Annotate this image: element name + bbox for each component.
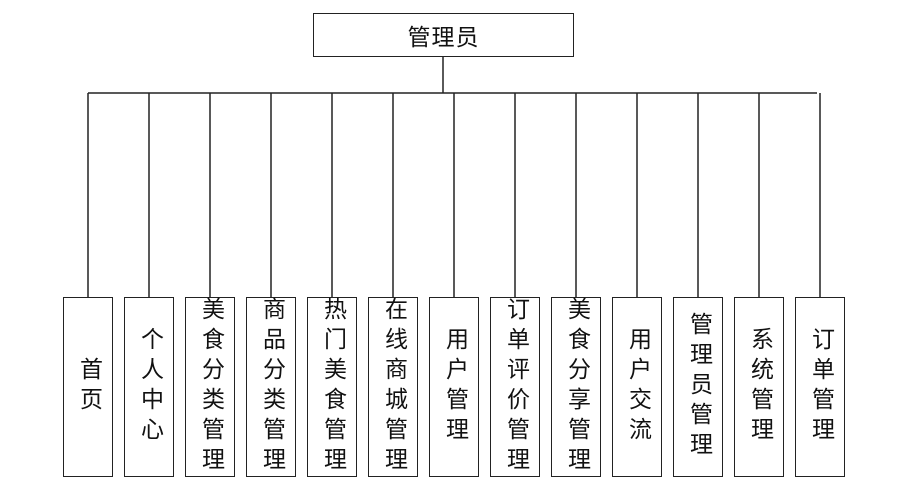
child-node-product-category-management: 商品分类管理 [246,297,296,477]
child-node-label: 用户管理 [441,327,468,447]
child-node-user-communication: 用户交流 [612,297,662,477]
child-node-label: 热门美食管理 [319,297,346,477]
child-node-order-management: 订单管理 [795,297,845,477]
child-node-home: 首页 [63,297,113,477]
child-node-food-category-management: 美食分类管理 [185,297,235,477]
child-node-label: 用户交流 [624,327,651,447]
child-node-order-review-management: 订单评价管理 [490,297,540,477]
child-node-label: 首页 [75,357,102,417]
child-node-online-mall-management: 在线商城管理 [368,297,418,477]
child-node-label: 商品分类管理 [258,297,285,477]
child-node-label: 美食分享管理 [563,297,590,477]
root-node-admin: 管理员 [313,13,574,57]
child-node-label: 个人中心 [136,327,163,447]
child-node-personal-center: 个人中心 [124,297,174,477]
child-node-label: 订单评价管理 [502,297,529,477]
child-node-label: 在线商城管理 [380,297,407,477]
child-node-admin-management: 管理员管理 [673,297,723,477]
child-node-label: 管理员管理 [685,312,712,462]
root-node-label: 管理员 [407,25,480,51]
child-node-system-management: 系统管理 [734,297,784,477]
child-node-user-management: 用户管理 [429,297,479,477]
child-node-label: 系统管理 [746,327,773,447]
child-node-label: 订单管理 [807,327,834,447]
child-node-food-sharing-management: 美食分享管理 [551,297,601,477]
child-node-label: 美食分类管理 [197,297,224,477]
child-node-popular-food-management: 热门美食管理 [307,297,357,477]
